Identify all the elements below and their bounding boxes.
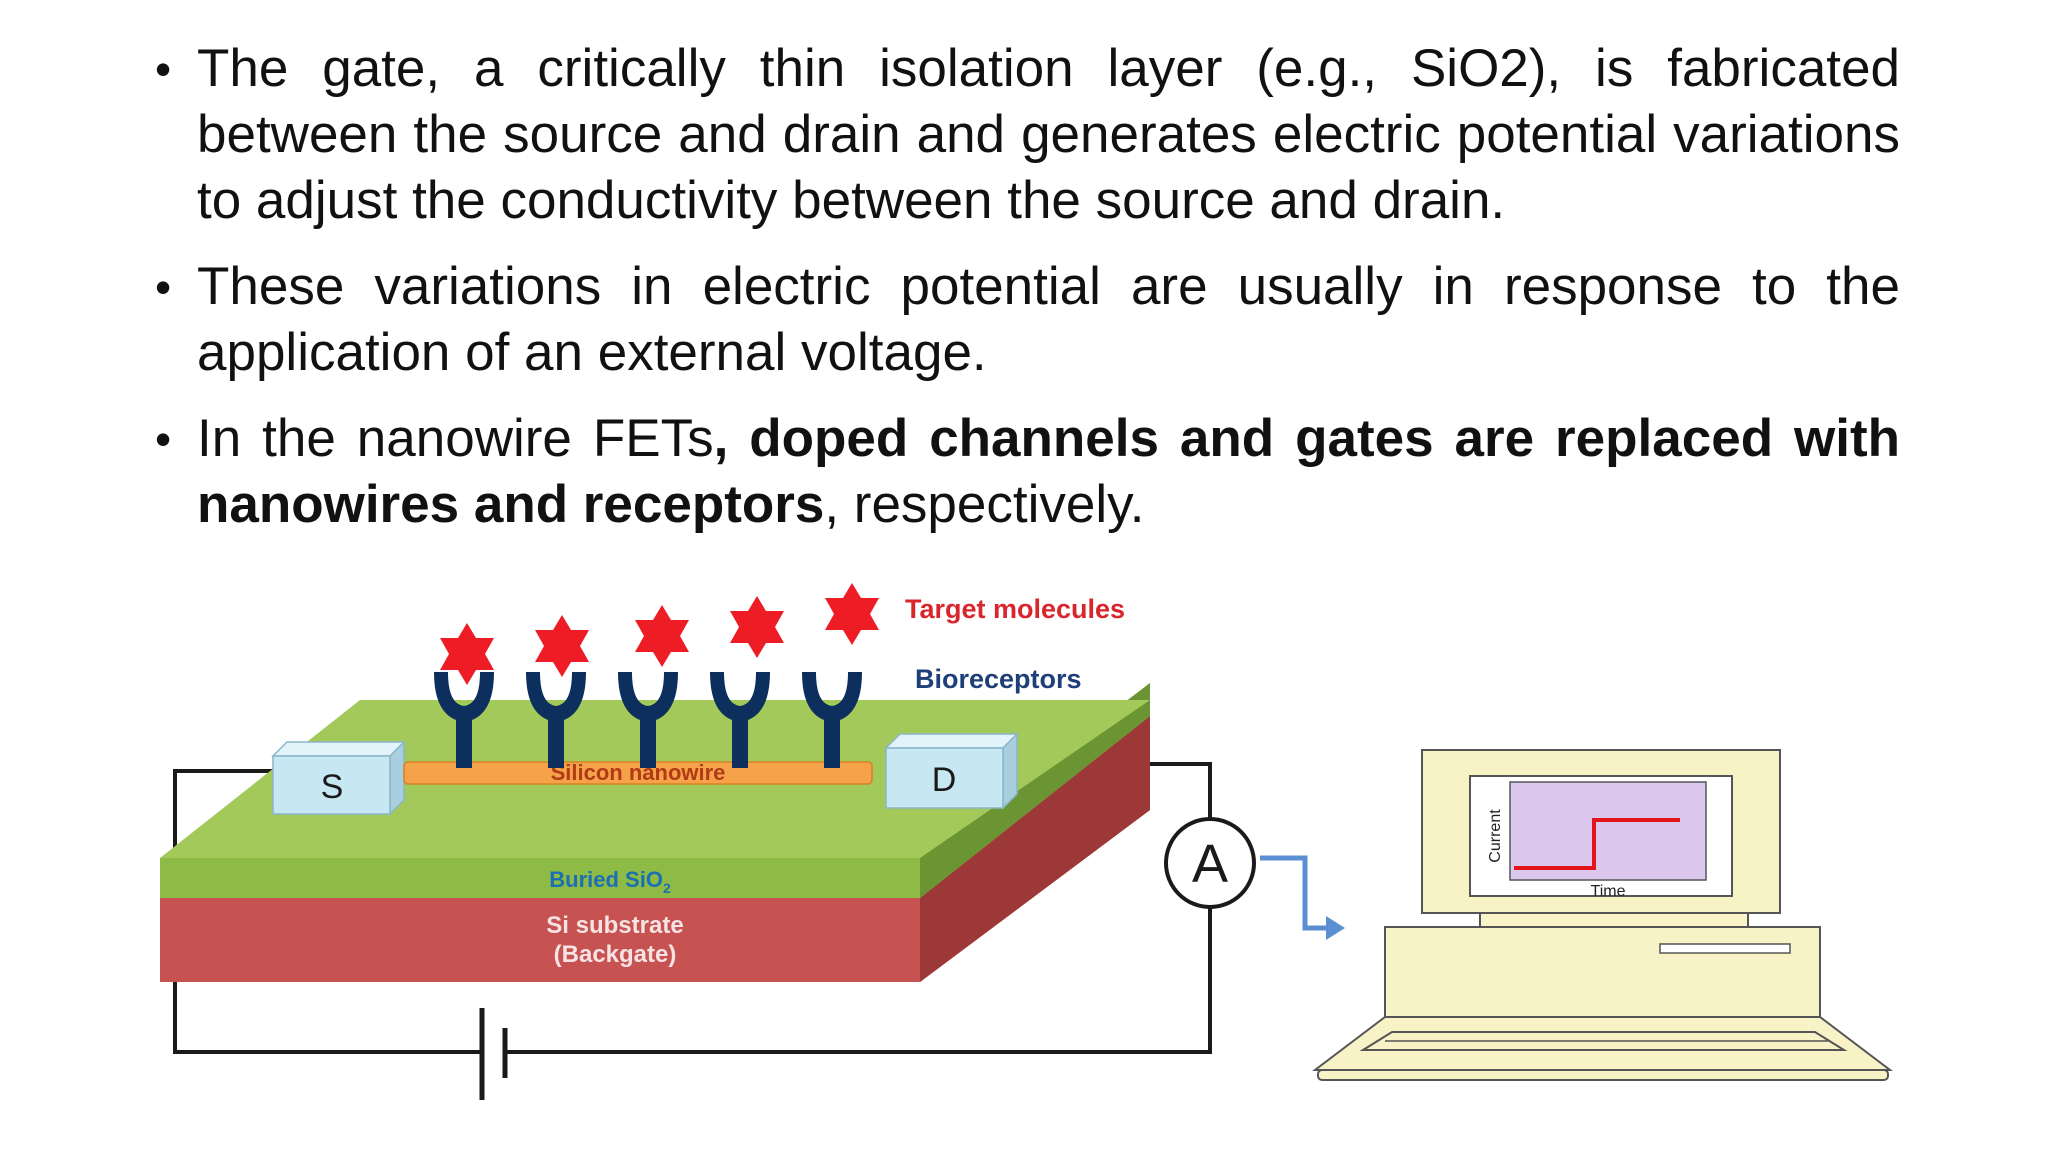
target-molecule-row — [440, 583, 879, 685]
bullet-text-bold: nanowires and receptors — [197, 475, 825, 534]
source-label: S — [321, 768, 344, 806]
target-molecule-icon — [825, 583, 879, 645]
bullet-text-bold: , doped channels and gates are replaced … — [713, 409, 1901, 468]
computer-icon: Current Time — [1312, 749, 1893, 1081]
bullet-text-plain: , respectively. — [824, 475, 1145, 534]
bullet-item: • In the nanowire FETs, doped channels a… — [155, 406, 1900, 538]
bullet-item: • These variations in electric potential… — [155, 254, 1900, 386]
battery-icon — [479, 1008, 508, 1100]
source-electrode: S — [271, 740, 406, 816]
bullet-dot: • — [155, 43, 172, 95]
target-molecules-label: Target molecules — [905, 594, 1125, 624]
ammeter-icon: A — [1164, 817, 1256, 909]
si-substrate-layer: Si substrate (Backgate) — [160, 716, 1150, 982]
time-axis-label: Time — [1591, 883, 1626, 900]
bullet-text: These variations in electric potential a… — [197, 257, 1900, 382]
bullet-item: • The gate, a critically thin isolation … — [155, 36, 1900, 234]
substrate-label: Si substrate — [546, 912, 683, 939]
bullet-text: The gate, a critically thin isolation la… — [197, 39, 1900, 230]
nanowire-label: Silicon nanowire — [551, 760, 726, 785]
signal-arrow-icon — [1260, 855, 1345, 940]
target-molecule-icon — [535, 615, 589, 677]
current-axis-label: Current — [1487, 809, 1504, 863]
target-molecule-icon — [730, 596, 784, 658]
drain-label: D — [932, 761, 957, 799]
bullet-list: • The gate, a critically thin isolation … — [155, 36, 1900, 558]
bullet-dot: • — [155, 261, 172, 313]
silicon-nanowire: Silicon nanowire — [403, 760, 873, 785]
bioreceptors-label: Bioreceptors — [915, 664, 1082, 694]
bullet-dot: • — [155, 413, 172, 465]
backgate-label: (Backgate) — [554, 941, 677, 968]
target-molecule-icon — [635, 605, 689, 667]
drain-electrode: D — [884, 732, 1019, 810]
nanowire-fet-diagram: Si substrate (Backgate) Buried SiO2 S Si… — [160, 560, 1920, 1120]
bullet-text-plain: In the nanowire FETs — [197, 409, 714, 468]
ammeter-label: A — [1192, 834, 1228, 894]
buried-oxide-label: Buried SiO2 — [549, 867, 671, 896]
